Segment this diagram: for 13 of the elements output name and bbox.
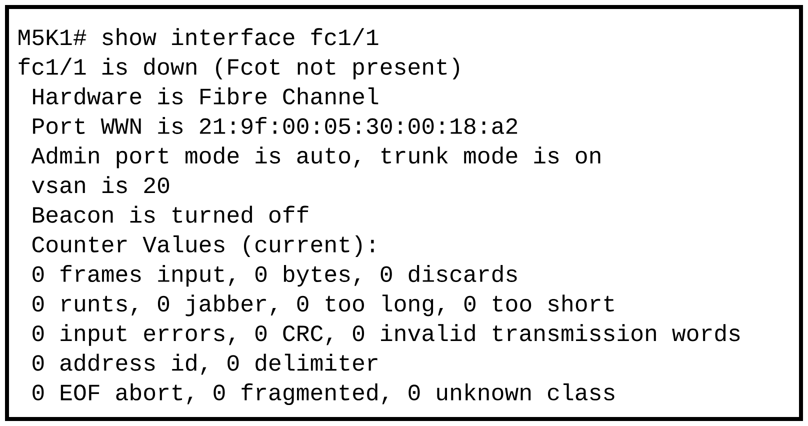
- terminal-output-line: 0 input errors, 0 CRC, 0 invalid transmission words: [32, 324, 740, 346]
- terminal-output-line: M5K1# show interface fc1/1: [18, 28, 378, 46]
- terminal-output-line: vsan is 20: [32, 176, 170, 194]
- terminal-output-line: Counter Values (current):: [32, 235, 374, 258]
- terminal-output-line: Beacon is turned off: [33, 206, 308, 223]
- terminal-output-line: Hardware is Fibre Channel: [33, 87, 378, 104]
- terminal-output-line: 0 runts, 0 jabber, 0 too long, 0 too short: [32, 294, 614, 316]
- terminal-output-line: 0 frames input, 0 bytes, 0 discards: [32, 264, 517, 287]
- terminal-output-line: Port WWN is 21:9f:00:05:30:00:18:a2: [33, 116, 518, 134]
- terminal-output-line: fc1/1 is down (Fcot not present): [18, 58, 459, 80]
- terminal-output-line: 0 address id, 0 delimiter: [32, 354, 378, 375]
- terminal-output-line: Admin port mode is auto, trunk mode is on: [31, 146, 600, 168]
- terminal-output-line: 0 EOF abort, 0 fragmented, 0 unknown class: [32, 383, 614, 406]
